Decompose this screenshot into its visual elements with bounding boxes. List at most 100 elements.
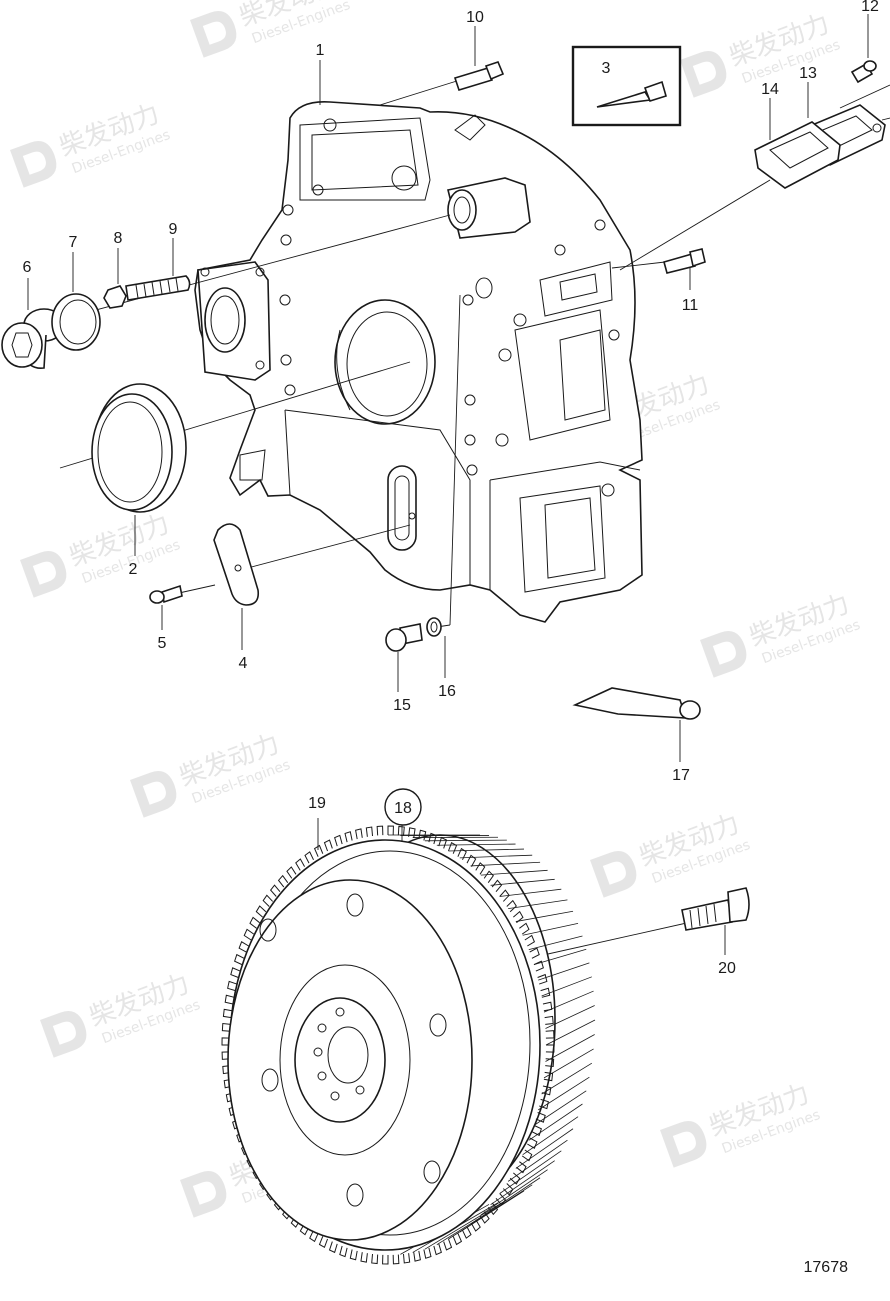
callout-18: 18 (394, 800, 412, 817)
gear-tooth-face (522, 1116, 579, 1156)
gear-tooth (349, 1249, 358, 1261)
callout-2: 2 (129, 561, 138, 578)
gear-tooth-face (490, 878, 555, 886)
gear-tooth (234, 953, 245, 966)
gear-tooth (387, 825, 394, 836)
gear-tooth (438, 836, 448, 849)
sealant-kit (571, 45, 682, 127)
gear-tooth (524, 934, 536, 947)
gear-tooth (304, 851, 314, 864)
gear-tooth (452, 1233, 463, 1246)
callout-14: 14 (761, 81, 779, 98)
gear-tooth (541, 1085, 552, 1096)
gear-tooth (397, 825, 405, 837)
gear-tooth (277, 874, 289, 888)
gear-tooth-face (543, 990, 594, 1013)
gear-tooth (499, 889, 510, 902)
cover-bolt (149, 584, 183, 604)
callout-9: 9 (169, 221, 178, 238)
gear-tooth (371, 1253, 379, 1265)
gear-tooth (433, 1243, 442, 1256)
drain-plug (385, 623, 423, 652)
gear-tooth (365, 826, 374, 837)
label-leaders (27, 14, 869, 955)
gear-tooth (542, 1001, 553, 1012)
gear-tooth (413, 1250, 421, 1262)
gear-tooth-face (541, 1062, 593, 1095)
callout-5: 5 (158, 635, 167, 652)
crankshaft-seal (91, 383, 187, 513)
cover-plate (213, 523, 260, 606)
callout-16: 16 (438, 683, 456, 700)
watermark-tile: 柴发动力 Diesel-Engines (190, 0, 352, 58)
gear-tooth (318, 1236, 329, 1249)
gear-tooth (221, 1022, 231, 1032)
callout-20: 20 (718, 960, 736, 977)
gear-tooth (243, 928, 255, 941)
gear-tooth (519, 922, 530, 935)
gear-tooth-face (538, 1076, 590, 1111)
gear-tooth-face (424, 1199, 508, 1250)
gear-tooth (249, 916, 260, 929)
gear-tooth-face (499, 1150, 562, 1194)
bolt (663, 248, 706, 274)
gear-tooth-face (490, 1160, 555, 1206)
gear-tooth (309, 1229, 319, 1243)
gear-tooth (543, 1071, 554, 1082)
gear-tooth (540, 987, 551, 998)
gear-tooth (221, 1037, 231, 1046)
sealant-tube (572, 687, 701, 720)
nut (103, 285, 127, 309)
gear-tooth-face (508, 899, 568, 910)
gear-tooth (392, 1254, 400, 1265)
gear-tooth-face (480, 869, 548, 876)
gear-tooth (376, 825, 384, 836)
gear-tooth (269, 884, 281, 897)
watermark-tile: 柴发动力 Diesel-Engines (10, 99, 172, 188)
gear-tooth (408, 827, 416, 838)
gear-tooth-face (499, 888, 562, 897)
gear-tooth-face (545, 1034, 595, 1062)
gear-tooth (506, 899, 517, 913)
callout-4: 4 (239, 655, 248, 672)
gear-tooth (339, 1245, 348, 1258)
callout-12: 12 (861, 0, 879, 15)
callout-6: 6 (23, 259, 32, 276)
callout-8: 8 (114, 230, 123, 247)
watermark-tile: 柴发动力 Diesel-Engines (590, 809, 752, 898)
gear-tooth-face (424, 839, 507, 842)
callout-10: 10 (466, 9, 484, 26)
gear-tooth (544, 1015, 554, 1025)
gear-tooth (382, 1254, 389, 1265)
sealing-ring (51, 293, 101, 351)
flywheel-housing (194, 101, 643, 623)
washer (426, 617, 442, 637)
gear-tooth-face (448, 848, 525, 852)
gear-tooth (221, 1051, 231, 1060)
callout-17: 17 (672, 767, 690, 784)
gear-tooth (255, 905, 267, 918)
watermark-tile: 柴发动力 Diesel-Engines (130, 729, 292, 818)
callout-3: 3 (602, 60, 611, 77)
gear-tooth (529, 947, 540, 959)
gear-tooth (402, 1253, 411, 1264)
gear-tooth (533, 960, 544, 972)
gear-tooth (262, 894, 274, 907)
callout-11: 11 (682, 297, 699, 314)
gear-tooth (238, 941, 249, 953)
gear-tooth-face (538, 962, 590, 981)
stud (125, 275, 191, 301)
gear-tooth-face (515, 1128, 574, 1169)
gear-tooth (299, 1223, 310, 1236)
gear-tooth-face (528, 935, 583, 951)
callout-18-circle (384, 788, 422, 826)
gear-tooth-face (533, 1090, 587, 1126)
gear-tooth (545, 1030, 555, 1039)
gear-tooth-face (541, 976, 592, 997)
gear-tooth (360, 1252, 368, 1263)
gear-tooth (222, 1008, 233, 1019)
gear-tooth (443, 1238, 453, 1251)
gear-tooth-face (436, 1195, 516, 1246)
callout-19: 19 (308, 795, 326, 812)
